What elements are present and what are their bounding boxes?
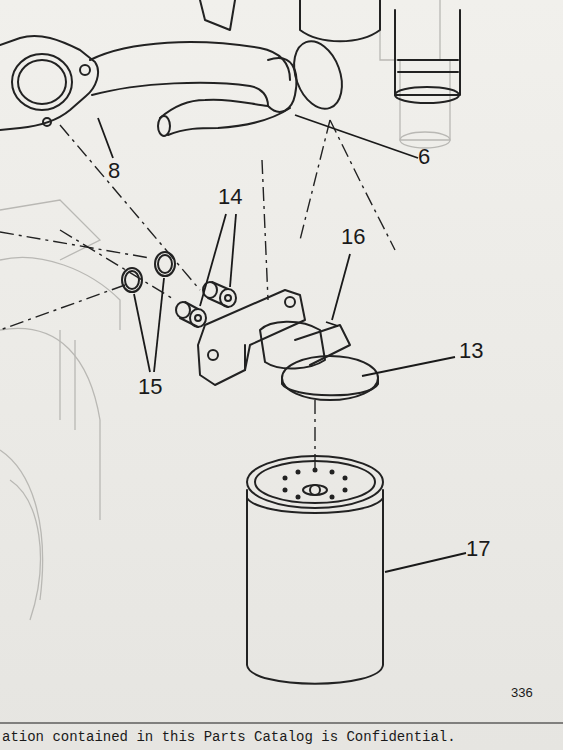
page-number: 336 (511, 686, 533, 699)
callout-number: 17 (466, 538, 490, 560)
callout-number: 16 (341, 226, 365, 248)
footer-note: ation contained in this Parts Catalog is… (2, 730, 456, 744)
callout-number: 6 (418, 146, 430, 168)
callout-number: 8 (108, 160, 120, 182)
callout-number: 15 (138, 376, 162, 398)
callout-number: 13 (459, 340, 483, 362)
callout-number: 14 (218, 186, 242, 208)
